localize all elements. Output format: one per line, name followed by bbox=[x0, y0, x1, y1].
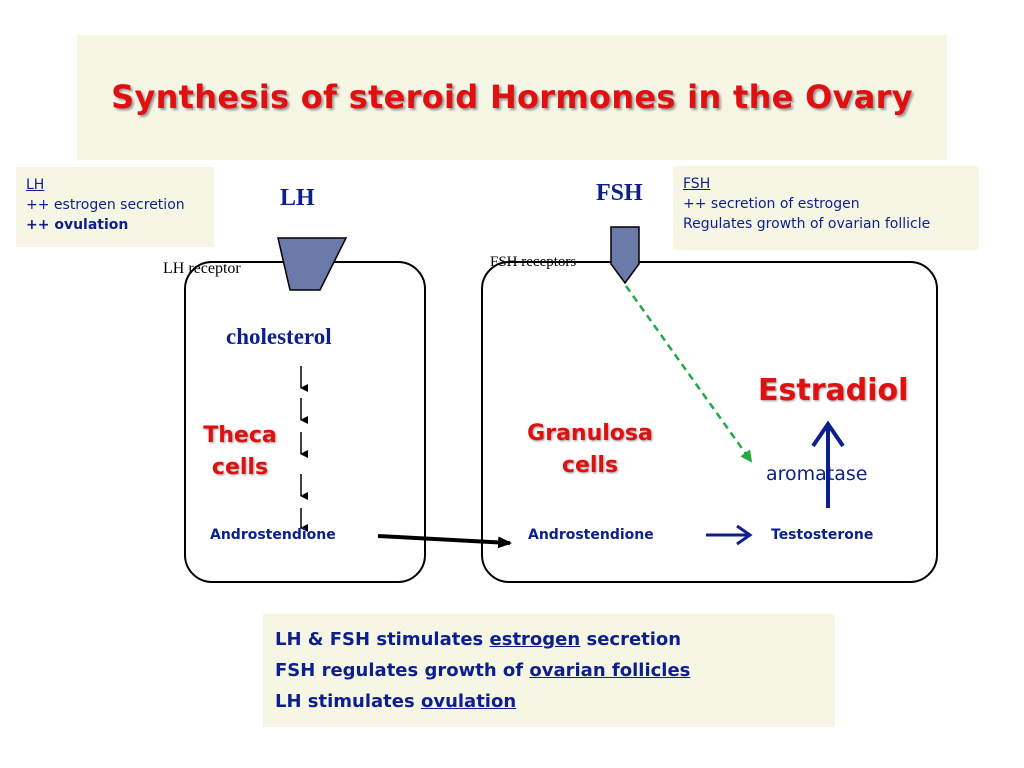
fsh-hormone-label: FSH bbox=[596, 180, 643, 206]
lh-hormone-label: LH bbox=[280, 185, 315, 211]
summary-line2-text: FSH regulates growth of bbox=[275, 660, 530, 681]
theca-androstendione-label: Androstendione bbox=[210, 527, 336, 543]
summary-line3: LH stimulates ovulation bbox=[275, 686, 823, 717]
summary-line3-text: LH stimulates bbox=[275, 691, 421, 712]
lh-note-box: LH ++ estrogen secretion ++ ovulation bbox=[16, 167, 214, 247]
lh-note-line2: ++ ovulation bbox=[26, 217, 129, 233]
granulosa-cells-line1: Granulosa bbox=[527, 421, 653, 446]
aromatase-up-arrow bbox=[811, 420, 845, 508]
summary-line1-tail: secretion bbox=[580, 629, 682, 650]
lh-receptor-shape bbox=[277, 237, 348, 291]
granulosa-cells-label: Granulosa cells bbox=[505, 418, 675, 482]
granulosa-cell-box bbox=[481, 261, 938, 583]
summary-line1: LH & FSH stimulates estrogen secretion bbox=[275, 624, 823, 655]
summary-line2-emphasis: ovarian follicles bbox=[529, 660, 691, 681]
fsh-note-line1: ++ secretion of estrogen bbox=[683, 196, 860, 212]
cholesterol-label: cholesterol bbox=[226, 324, 332, 349]
summary-box: LH & FSH stimulates estrogen secretion F… bbox=[263, 614, 835, 727]
estradiol-label: Estradiol bbox=[758, 373, 909, 408]
summary-line3-emphasis: ovulation bbox=[420, 691, 517, 712]
lh-note-heading: LH bbox=[26, 177, 45, 193]
theca-cells-line2: cells bbox=[211, 455, 269, 480]
granulosa-cells-line2: cells bbox=[561, 453, 619, 478]
theca-cells-line1: Theca bbox=[203, 423, 277, 448]
slide-title: Synthesis of steroid Hormones in the Ova… bbox=[111, 78, 913, 116]
aromatase-label: aromatase bbox=[766, 463, 868, 485]
theca-cells-label: Theca cells bbox=[190, 420, 290, 484]
fsh-receptor-label: FSH receptors bbox=[490, 254, 577, 270]
lh-note-line1: ++ estrogen secretion bbox=[26, 197, 185, 213]
fsh-receptor-shape bbox=[610, 226, 640, 285]
fsh-note-line2: Regulates growth of ovarian follicle bbox=[683, 216, 931, 232]
title-panel bbox=[77, 35, 947, 160]
fsh-note-box: FSH ++ secretion of estrogen Regulates g… bbox=[673, 166, 979, 250]
andro-transfer-arrow bbox=[377, 534, 512, 549]
summary-line2: FSH regulates growth of ovarian follicle… bbox=[275, 655, 823, 686]
granulosa-androstendione-label: Androstendione bbox=[528, 527, 654, 543]
fsh-note-heading: FSH bbox=[683, 176, 711, 192]
lh-receptor-label: LH receptor bbox=[163, 260, 241, 277]
testosterone-label: Testosterone bbox=[771, 527, 874, 543]
conversion-arrow bbox=[706, 524, 753, 546]
summary-line1-text: LH & FSH stimulates bbox=[275, 629, 490, 650]
summary-line1-emphasis: estrogen bbox=[489, 629, 581, 650]
